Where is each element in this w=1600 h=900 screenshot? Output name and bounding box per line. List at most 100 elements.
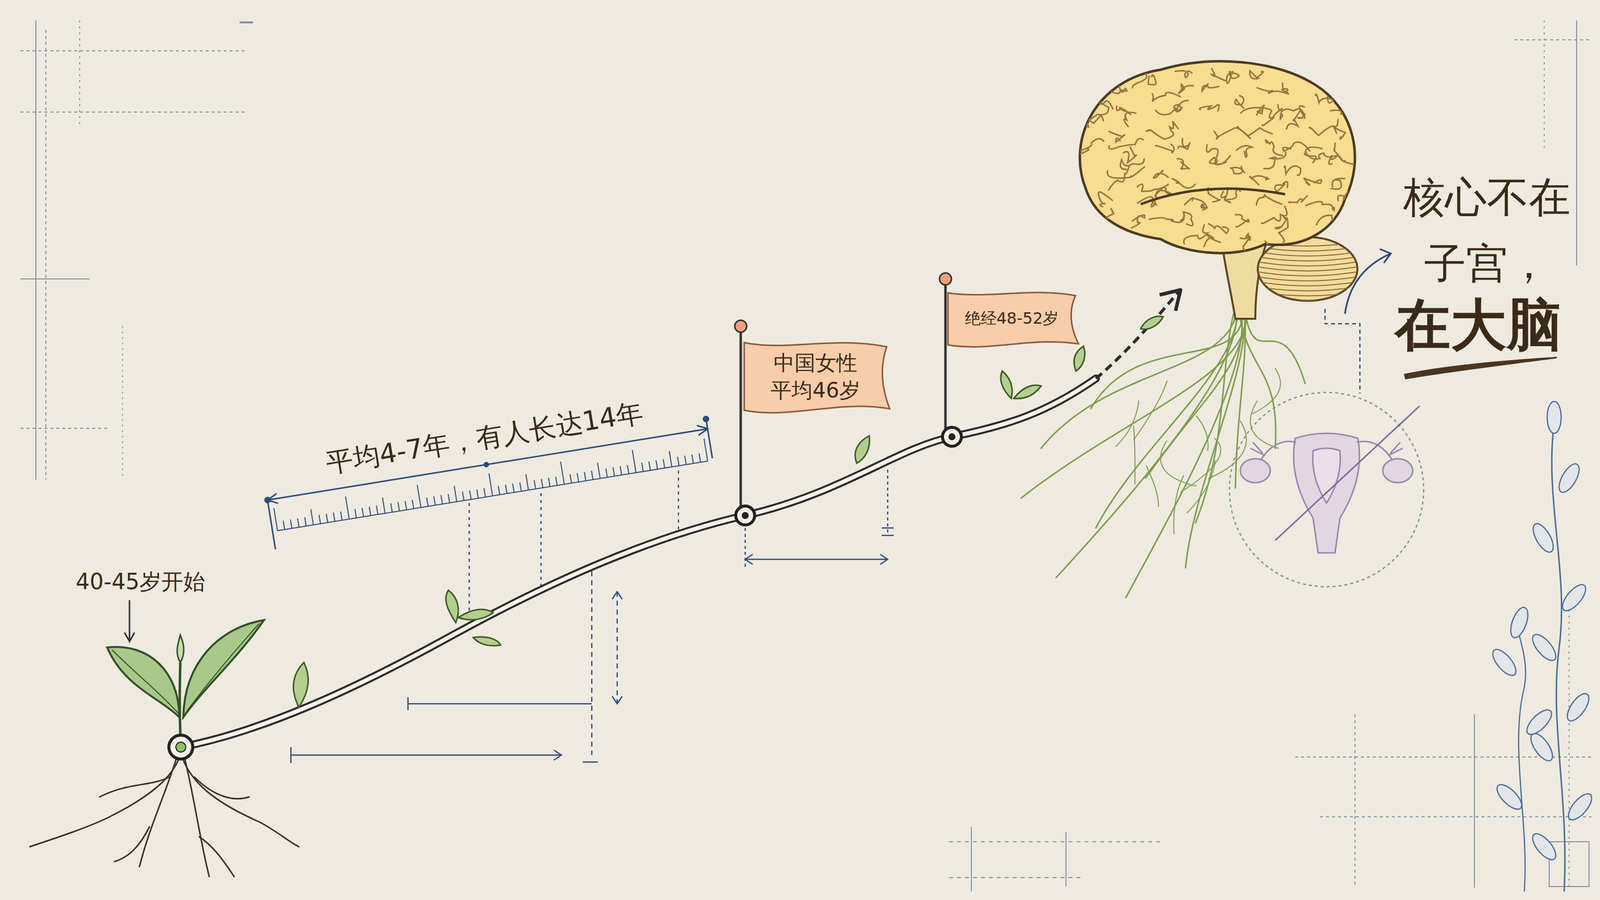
- ruler-end-line: [705, 418, 713, 459]
- vine-leaf: [1547, 401, 1562, 434]
- gyrus: [1151, 249, 1165, 262]
- ruler-tick: [326, 513, 328, 523]
- nerve-twig: [1196, 415, 1209, 451]
- flag-cloth: [744, 342, 890, 413]
- gyrus: [1265, 241, 1299, 254]
- gyrus: [1369, 173, 1385, 183]
- ruler-tick: [417, 485, 421, 508]
- cerebellum-fold: [1255, 251, 1360, 257]
- leader-line: [677, 470, 680, 534]
- gyrus: [1341, 206, 1375, 224]
- gyrus: [1284, 165, 1301, 176]
- leader-line: [468, 503, 471, 623]
- timeline-start-dot: [175, 742, 186, 753]
- sprout-leaf: [1073, 346, 1085, 372]
- grid-line: [1354, 714, 1356, 888]
- grid-line: [20, 278, 90, 280]
- ruler-tick: [632, 450, 636, 473]
- grid-line: [79, 20, 81, 125]
- nerve-root: [1095, 313, 1238, 529]
- dimension-tick: [290, 747, 292, 764]
- sprout-leaf: [855, 435, 870, 464]
- gyrus: [1354, 78, 1371, 88]
- ruler-tick: [641, 462, 644, 472]
- gyrus: [1104, 50, 1117, 70]
- gyrus: [1288, 195, 1308, 203]
- gyrus: [1263, 152, 1286, 169]
- ruler-tick: [597, 462, 601, 479]
- gyrus: [1063, 163, 1075, 182]
- root: [199, 836, 235, 877]
- flag-pole-ball: [734, 320, 747, 333]
- nerve-twig: [1133, 425, 1136, 485]
- gyrus: [1076, 218, 1088, 230]
- flag-text-wrap: 中国女性 平均46岁: [744, 340, 890, 417]
- cerebrum: [1079, 61, 1355, 254]
- gyrus: [1303, 178, 1322, 186]
- ruler-tick: [569, 474, 572, 484]
- ruler-tick: [691, 454, 694, 464]
- gyrus: [1074, 262, 1082, 268]
- ruler-tick: [448, 494, 450, 504]
- cerebellum-fold: [1255, 296, 1360, 301]
- ruler-tick: [404, 501, 407, 511]
- flag-node: 中国女性 平均46岁: [744, 340, 890, 417]
- gyrus: [1085, 114, 1104, 128]
- grid-dash: [239, 21, 254, 24]
- timeline-dashed-end: [1095, 291, 1179, 379]
- ruler-tick: [355, 509, 357, 519]
- sprout-leaf: [293, 662, 309, 708]
- dimension-tick: [582, 761, 598, 764]
- root: [29, 753, 181, 847]
- annotation-label: 平均4-7年，有人长达14年: [323, 395, 646, 483]
- seedling-leaf: [183, 620, 265, 718]
- gyrus: [1067, 67, 1079, 81]
- vine-leaf: [1526, 730, 1557, 765]
- root: [99, 777, 170, 798]
- gyrus: [1352, 227, 1369, 245]
- gyrus: [1341, 73, 1360, 93]
- gyrus: [1132, 69, 1148, 88]
- timeline-ribbon: [180, 378, 1096, 748]
- arrow-head: [124, 632, 135, 642]
- ruler-tick: [433, 496, 436, 506]
- ruler-tick: [677, 456, 679, 466]
- vine-stem: [1514, 617, 1526, 892]
- gyrus: [1177, 158, 1190, 169]
- gyrus: [1105, 257, 1142, 272]
- gyrus: [1223, 188, 1241, 203]
- gyrus: [1128, 62, 1142, 76]
- gyrus: [1180, 212, 1194, 226]
- annotation-label: 40-45岁开始: [75, 567, 206, 597]
- gyrus: [1356, 207, 1398, 223]
- gyrus: [1116, 106, 1131, 115]
- gyrus: [1183, 225, 1208, 245]
- gyrus: [1230, 236, 1250, 261]
- arrow-head: [880, 554, 888, 565]
- grid-line: [1320, 816, 1592, 818]
- gyrus: [1071, 196, 1080, 206]
- gyrus: [1095, 97, 1109, 115]
- ruler-tick: [605, 468, 608, 478]
- ruler-tick: [340, 511, 343, 521]
- vine-leaf: [1528, 630, 1561, 665]
- ruler-tick: [548, 477, 550, 487]
- grid-line: [20, 111, 246, 113]
- ruler-tick: [533, 480, 536, 490]
- arrow-head: [553, 750, 562, 761]
- gyrus: [1105, 208, 1114, 225]
- ruler-tick: [498, 486, 500, 496]
- ruler-tick: [333, 512, 335, 522]
- cerebellum-fold: [1255, 281, 1360, 286]
- gyrus: [1316, 215, 1340, 227]
- gyrus: [1178, 138, 1190, 149]
- leader-line: [540, 493, 542, 588]
- grid-line: [45, 29, 47, 480]
- brush-underline: [1404, 357, 1557, 379]
- annotation-label: 在大脑: [1394, 287, 1563, 364]
- gyrus: [1199, 104, 1219, 112]
- grid-box: [1549, 841, 1590, 887]
- cross-out-line: [1275, 405, 1420, 541]
- gyrus: [1123, 112, 1136, 127]
